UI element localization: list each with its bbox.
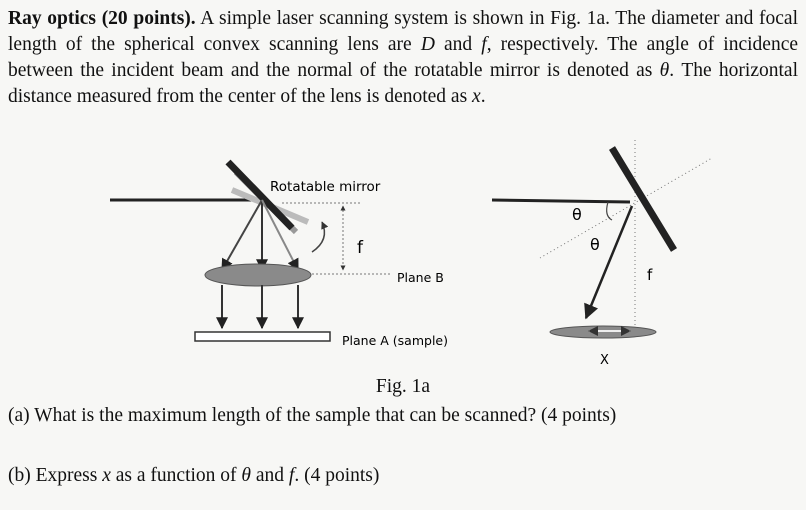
left-diagram: Rotatable mirror f Plane B Plane A (samp… bbox=[110, 159, 448, 348]
question-b-text-2: as a function of bbox=[110, 465, 242, 486]
var-theta: θ bbox=[659, 60, 670, 81]
var-x: x bbox=[472, 86, 481, 107]
plane-a-label: Plane A (sample) bbox=[342, 333, 448, 348]
reflected-beam bbox=[584, 205, 634, 320]
figure-caption: Fig. 1a bbox=[375, 376, 431, 397]
rotatable-mirror-right bbox=[609, 146, 677, 252]
plane-b-label: Plane B bbox=[397, 270, 444, 285]
question-b-var-x: x bbox=[102, 465, 111, 486]
scanning-lens bbox=[204, 263, 312, 287]
f-label-left: f bbox=[357, 238, 364, 258]
question-b: (b) Express x as a function of θ and f. … bbox=[8, 465, 379, 487]
scan-beam-left bbox=[221, 199, 263, 272]
rotation-arrow bbox=[311, 221, 329, 253]
theta-lower-label: θ bbox=[590, 235, 600, 254]
problem-statement: Ray optics (20 points). A simple laser s… bbox=[8, 6, 798, 110]
theta-arc bbox=[606, 201, 613, 221]
question-b-text-1: (b) Express bbox=[8, 465, 103, 486]
question-b-var-f: f bbox=[288, 465, 295, 486]
figure-1a: Rotatable mirror f Plane B Plane A (samp… bbox=[110, 140, 713, 368]
problem-text-3: , respectively. The angle of incidence b… bbox=[8, 34, 799, 81]
x-label: X bbox=[600, 353, 609, 368]
var-f: f bbox=[481, 34, 487, 55]
problem-text-2: and bbox=[434, 34, 482, 55]
problem-title: Ray optics (20 points). bbox=[8, 8, 196, 29]
question-a: (a) What is the maximum length of the sa… bbox=[8, 405, 617, 426]
var-d: D bbox=[420, 34, 435, 55]
rotatable-mirror bbox=[225, 159, 295, 231]
sample-plate bbox=[194, 331, 331, 342]
rotatable-mirror-label: Rotatable mirror bbox=[270, 179, 381, 195]
problem-text-1: A simple laser scanning system is shown … bbox=[8, 8, 798, 55]
problem-text-4: . The horizontal distance measured from … bbox=[8, 60, 798, 107]
question-b-text-3: and bbox=[251, 465, 289, 486]
question-b-var-theta: θ bbox=[241, 465, 251, 486]
right-diagram: θ θ f X bbox=[491, 140, 713, 368]
question-b-text-4: . (4 points) bbox=[294, 465, 380, 486]
problem-text-5: . bbox=[480, 86, 486, 107]
scan-beam-right bbox=[261, 199, 299, 272]
f-label-right: f bbox=[647, 266, 653, 284]
theta-upper-label: θ bbox=[572, 205, 582, 224]
incident-beam-right bbox=[491, 198, 631, 204]
